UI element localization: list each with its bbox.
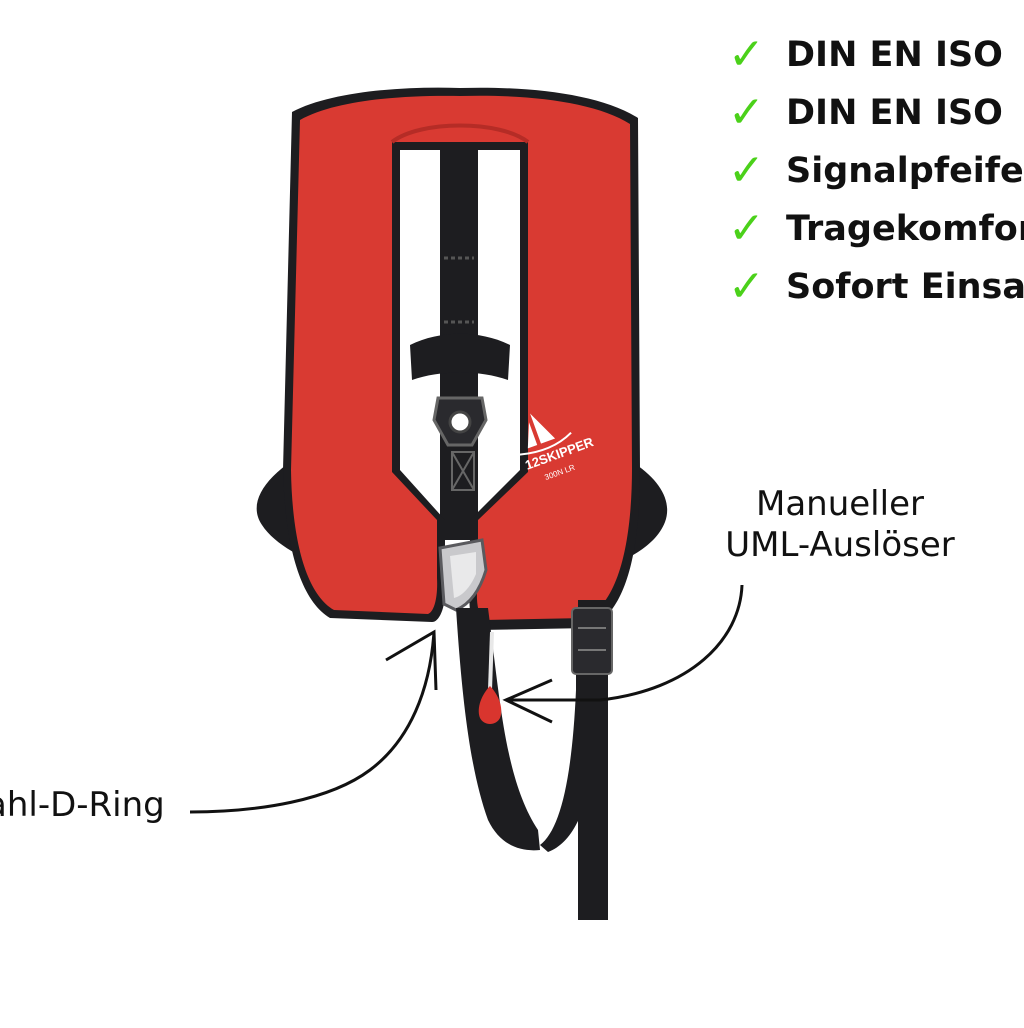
feature-item: ✓ DIN EN ISO [728, 26, 1024, 84]
feature-list: ✓ DIN EN ISO ✓ DIN EN ISO ✓ Signalpfeife… [728, 26, 1024, 316]
side-buckle [571, 607, 613, 675]
check-icon: ✓ [728, 261, 765, 312]
check-icon: ✓ [728, 145, 765, 196]
feature-text: DIN EN ISO [786, 93, 1003, 133]
uml-callout-label: Manueller UML-Auslöser [700, 484, 980, 566]
feature-item: ✓ Tragekomfor [728, 200, 1024, 258]
feature-text: Sofort Einsat [786, 267, 1024, 307]
feature-item: ✓ Signalpfeife [728, 142, 1024, 200]
check-icon: ✓ [728, 203, 765, 254]
dring-arrow [189, 631, 436, 814]
feature-text: Signalpfeife [786, 151, 1024, 191]
uml-label-line2: UML-Auslöser [725, 525, 955, 565]
uml-label-line1: Manueller [756, 484, 924, 524]
check-icon: ✓ [728, 87, 765, 138]
feature-text: DIN EN ISO [786, 35, 1003, 75]
feature-item: ✓ Sofort Einsat [728, 258, 1024, 316]
feature-item: ✓ DIN EN ISO [728, 84, 1024, 142]
pull-handle [478, 686, 502, 724]
crotch-strap [456, 608, 540, 851]
check-icon: ✓ [728, 29, 765, 80]
uml-arrow [506, 584, 744, 702]
pull-cord [488, 631, 494, 691]
feature-text: Tragekomfor [786, 209, 1024, 249]
dring-callout-label: ahl-D-Ring [0, 785, 165, 825]
